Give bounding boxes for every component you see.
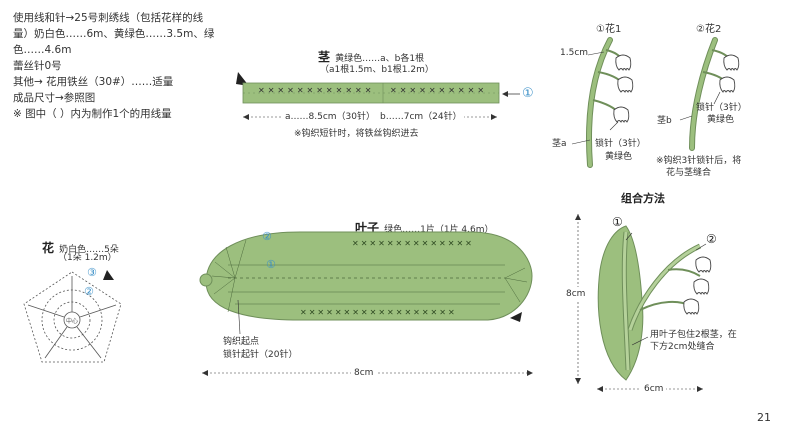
assembly-title: 组合方法 — [621, 192, 665, 205]
flower1-stem-label: 茎a — [552, 139, 567, 149]
materials-line-7: ※ 图中（ ）内为制作1个的用线量 — [13, 108, 172, 120]
flower2-chain-label: 锁针（3针） — [696, 103, 747, 113]
assembly-leaf — [597, 225, 644, 381]
flower-chart-title-row: 花 奶白色……5朵 — [42, 237, 119, 256]
assembly-marker-1: ① — [612, 215, 623, 229]
flower-chart-title: 花 — [42, 241, 55, 255]
materials-line-6: 成品尺寸→参照图 — [13, 92, 96, 104]
flower-chart-marker-3: ③ — [87, 266, 97, 279]
flower2-chain-color: 黄绿色 — [707, 115, 735, 125]
leaf-color: 绿色……1片（1片 4.6m） — [384, 225, 494, 235]
assembly-bells — [683, 256, 712, 316]
materials-line-1: 使用线和针→25号刺绣线（包括花样的线 — [13, 12, 204, 24]
assembly-marker-2: ② — [706, 232, 717, 246]
flower1-chain-label: 锁针（3针） — [595, 139, 646, 149]
stem-marker-1: ① — [522, 86, 534, 101]
leaf-shape — [205, 231, 533, 321]
flower2-note-1: ※钩织3针锁针后，将 — [656, 156, 742, 166]
leaf-stitches-top: ✕✕✕✕✕✕✕✕✕✕✕✕✕✕ — [352, 239, 474, 248]
flower2-bells — [719, 54, 740, 94]
assembly-note-2: 下方2cm处缝合 — [650, 342, 715, 352]
stem-dim-b: b……7cm（24针） — [378, 111, 464, 123]
stem-dim-a: a……8.5cm（30针） — [283, 111, 377, 123]
materials-line-3: 色……4.6m — [13, 44, 72, 56]
svg-text:中心: 中心 — [66, 317, 78, 325]
materials-line-2: 量）奶白色……6m、黄绿色……3.5m、绿 — [13, 28, 215, 40]
leaf-start-label: 钩织起点 — [223, 337, 260, 347]
page-number: 21 — [757, 411, 771, 424]
stem-colors: 黄绿色……a、b各1根 — [335, 54, 425, 64]
materials-line-5: 其他→ 花用铁丝（30#）……适量 — [13, 76, 174, 88]
stem-stitches-b: ✕✕✕✕✕✕✕✕✕✕ — [390, 86, 488, 95]
stem-title-row: 茎 黄绿色……a、b各1根 — [318, 46, 424, 65]
flower1-height: 1.5cm — [560, 48, 589, 58]
leaf-stitches-bottom: ✕✕✕✕✕✕✕✕✕✕✕✕✕✕✕✕✕✕ — [300, 308, 457, 317]
flower-chart-color: 奶白色……5朵 — [59, 245, 119, 255]
flower1-bells — [613, 54, 634, 124]
flower2-note-2: 花与茎缝合 — [666, 168, 712, 178]
materials-line-4: 蕾丝针0号 — [13, 60, 62, 72]
stem-start-marker — [236, 72, 249, 86]
materials-list: 使用线和针→25号刺绣线（包括花样的线 量）奶白色……6m、黄绿色……3.5m、… — [13, 10, 214, 122]
stem-note: ※钩织短针时，将铁丝钩织进去 — [294, 129, 419, 139]
flower2-title: ②花2 — [696, 24, 722, 35]
flower1-chain-color: 黄绿色 — [605, 152, 633, 162]
flower1-title: ①花1 — [596, 24, 622, 35]
stem-amount: （a1根1.5m、b1根1.2m） — [320, 65, 434, 75]
leaf-marker-2: ② — [262, 230, 272, 243]
leaf-width: 8cm — [351, 367, 377, 379]
flower-chart-amount: （1朵 1.2m） — [58, 253, 117, 263]
flower2-stem-label: 茎b — [657, 116, 672, 126]
assembly-note-1: 用叶子包住2根茎，在 — [650, 330, 737, 340]
leaf-end-marker — [510, 312, 522, 322]
assembly-width: 6cm — [641, 383, 667, 395]
flower-chart-marker-2: ② — [84, 285, 94, 298]
assembly-height: 8cm — [566, 287, 586, 301]
stem-stitches-a: ✕✕✕✕✕✕✕✕✕✕✕✕ — [258, 86, 375, 95]
flower-chart-pentagon-outer — [23, 271, 122, 363]
flower-chart-start-marker — [103, 270, 114, 280]
leaf-marker-1: ① — [266, 258, 276, 271]
stem-title: 茎 — [318, 50, 331, 64]
leaf-start-chain: 锁针起针（20针） — [223, 350, 298, 360]
